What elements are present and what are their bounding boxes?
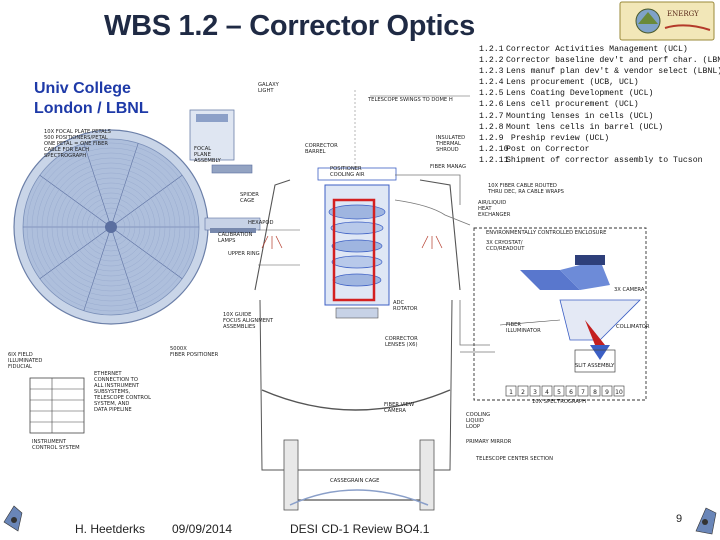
spectrograph-unit-number: 1 xyxy=(509,389,513,396)
diagram-label-fiber-manag: FIBER MANAG xyxy=(430,164,466,170)
wbs-task-text: Corrector Activities Management (UCL) xyxy=(506,45,688,54)
telescope-mascot-left-icon xyxy=(4,506,22,531)
diagram-label-cooling-liquid: LOOP xyxy=(466,424,480,430)
spectrograph-unit-number: 10 xyxy=(615,389,623,396)
wbs-task-code: 1.2.10 xyxy=(479,144,506,155)
diagram-label-galaxy-light: LIGHT xyxy=(258,88,274,94)
wbs-task-text: Lens manuf plan dev't & vendor select (L… xyxy=(506,67,720,76)
wbs-task-text: Preship review (UCL) xyxy=(506,134,609,143)
footer-date: 09/09/2014 xyxy=(172,522,232,536)
telescope-mascot-right-icon xyxy=(696,508,716,534)
doe-logo: ENERGY xyxy=(620,2,714,40)
logo-text: ENERGY xyxy=(667,10,699,18)
diagram-label-collimator: COLLIMATOR xyxy=(616,324,650,330)
spectrograph-unit-number: 9 xyxy=(605,389,609,396)
wbs-task-row: 1.2.11Shipment of corrector assembly to … xyxy=(479,155,720,166)
wbs-task-code: 1.2.7 xyxy=(479,111,506,122)
diagram-label-fiber-positioner: FIBER POSITIONER xyxy=(170,352,219,358)
wbs-task-text: Lens procurement (UCB, UCL) xyxy=(506,78,639,87)
footer-author: H. Heetderks xyxy=(75,522,145,536)
diagram-label-primary-mirror: PRIMARY MIRROR xyxy=(466,439,512,445)
diagram-label-ethernet: DATA PIPELINE xyxy=(94,407,132,413)
diagram-label-corrector-lenses: LENSES (X6) xyxy=(385,342,417,348)
diagram-label-telescope-center: TELESCOPE CENTER SECTION xyxy=(475,456,553,462)
wbs-task-code: 1.2.9 xyxy=(479,133,506,144)
diagram-label-hexapod: HEXAPOD xyxy=(248,220,274,226)
wbs-task-code: 1.2.6 xyxy=(479,99,506,110)
spectrograph-unit-number: 2 xyxy=(521,389,525,396)
diagram-label-fiducial: FIDUCIAL xyxy=(8,364,32,370)
diagram-label-camera: 3X CAMERA xyxy=(614,287,645,293)
spectrograph-unit-number: 5 xyxy=(557,389,561,396)
diagram-label-air-liquid: EXCHANGER xyxy=(478,212,511,218)
wbs-task-text: Mounting lenses in cells (UCL) xyxy=(506,112,653,121)
diagram-label-cryostat: CCD/READOUT xyxy=(486,246,525,252)
diagram-label-insulated: SHROUD xyxy=(436,147,459,153)
diagram-label-calibration: LAMPS xyxy=(218,238,235,244)
spectrograph-enclosure: 1 2 3 4 5 6 7 8 9 10 xyxy=(474,228,646,400)
wbs-task-text: Lens Coating Development (UCL) xyxy=(506,89,653,98)
wbs-task-text: Corrector baseline dev't and perf char. … xyxy=(506,56,720,65)
diagram-label-enclosure: ENVIRONMENTALLY CONTROLLED ENCLOSURE xyxy=(486,230,606,236)
spectrograph-unit-number: 3 xyxy=(533,389,537,396)
spectrograph-unit-number: 8 xyxy=(593,389,597,396)
wbs-task-code: 1.2.4 xyxy=(479,77,506,88)
diagram-label-spider: CAGE xyxy=(240,198,254,204)
spectrograph-unit-number: 4 xyxy=(545,389,549,396)
wbs-task-code: 1.2.11 xyxy=(479,155,506,166)
spectrograph-unit-number: 6 xyxy=(569,389,573,396)
footer-review: DESI CD-1 Review BO4.1 xyxy=(290,522,429,536)
diagram-label-corrector-barrel: BARREL xyxy=(305,149,326,155)
wbs-task-code: 1.2.8 xyxy=(479,122,506,133)
diagram-label-spectrograph: 10X SPECTROGRAPH xyxy=(532,399,586,405)
wbs-task-row: 1.2.9 Preship review (UCL) xyxy=(479,133,720,144)
diagram-label-fiber-view: CAMERA xyxy=(384,408,406,414)
diagram-label-telescope-swings: TELESCOPE SWINGS TO DOME H xyxy=(367,97,453,103)
spectrograph-unit-number: 7 xyxy=(581,389,585,396)
diagram-label-fiber-cable: THRU DEC, RA CABLE WRAPS xyxy=(487,189,564,195)
diagram-label-upper-ring: UPPER RING xyxy=(228,251,260,257)
diagram-label-cassegrain: CASSEGRAIN CAGE xyxy=(330,478,379,484)
diagram-label-instrument-control: CONTROL SYSTEM xyxy=(32,445,80,451)
wbs-task-text: Post on Corrector xyxy=(506,145,590,154)
wbs-task-list: 1.2.1Corrector Activities Management (UC… xyxy=(479,44,720,166)
wbs-task-row: 1.2.10Post on Corrector xyxy=(479,144,720,155)
diagram-label-adc: ROTATOR xyxy=(393,306,418,312)
wbs-task-code: 1.2.5 xyxy=(479,88,506,99)
corrector-barrel xyxy=(318,168,396,318)
diagram-label-focal-plane: ASSEMBLY xyxy=(194,158,222,164)
instrument-control-system xyxy=(30,378,84,433)
diagram-label-positioner-cooling: COOLING AIR xyxy=(330,172,365,178)
wbs-task-code: 1.2.3 xyxy=(479,66,506,77)
focal-plate xyxy=(14,130,208,324)
wbs-task-text: Shipment of corrector assembly to Tucson xyxy=(506,156,703,165)
page-number: 9 xyxy=(676,513,682,525)
wbs-task-text: Mount lens cells in barrel (UCL) xyxy=(506,123,663,132)
diagram-label-fiber-illuminator: ILLUMINATOR xyxy=(506,328,541,334)
wbs-task-code: 1.2.2 xyxy=(479,55,506,66)
diagram-label-guide-focus: ASSEMBLIES xyxy=(223,324,255,330)
wbs-task-code: 1.2.1 xyxy=(479,44,506,55)
wbs-task-text: Lens cell procurement (UCL) xyxy=(506,100,639,109)
diagram-label-focal-plate: SPECTROGRAPH xyxy=(44,153,86,159)
diagram-label-slit: SLIT ASSEMBLY xyxy=(575,363,615,369)
